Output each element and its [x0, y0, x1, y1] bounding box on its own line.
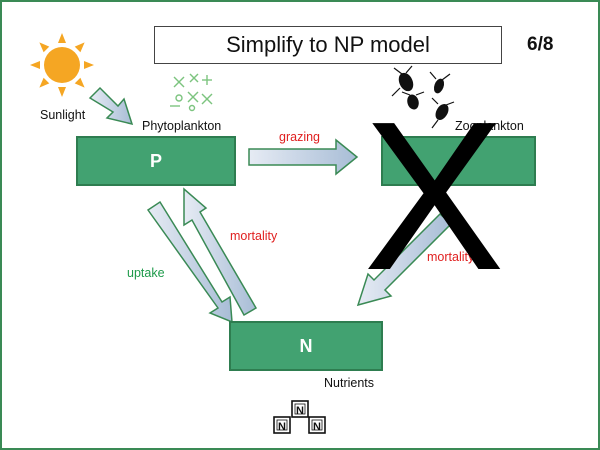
mortality-p-arrow — [183, 187, 258, 317]
nutrients-label: Nutrients — [324, 376, 375, 390]
sun-icon — [30, 33, 94, 97]
grazing-arrow — [248, 138, 359, 176]
nutrient-block-letter: N — [296, 405, 304, 417]
uptake-arrow — [146, 200, 233, 324]
nutrient-block-letter: N — [313, 421, 321, 433]
phytoplankton-letter: P — [149, 150, 162, 171]
nutrient-blocks-icon: N N N — [273, 400, 326, 434]
grazing-label: grazing — [279, 130, 320, 144]
sunlight-arrow — [88, 86, 134, 126]
sunlight-label: Sunlight — [40, 108, 86, 122]
page-number: 6/8 — [527, 34, 554, 55]
nutrients-letter: N — [299, 335, 313, 356]
slide-title: Simplify to NP model — [154, 26, 502, 64]
nutrients-box: N — [229, 321, 383, 371]
zooplankton-box: Z — [381, 136, 536, 186]
phytoplankton-box: P — [76, 136, 236, 186]
mortality-z-label: mortality — [427, 250, 475, 264]
mortality-z-arrow — [356, 212, 453, 307]
zooplankton-label: Zooplankton — [455, 119, 524, 133]
phytoplankton-label: Phytoplankton — [142, 119, 222, 133]
uptake-label: uptake — [127, 266, 165, 280]
nutrient-block-letter: N — [278, 421, 286, 433]
cross-mark: X — [363, 77, 504, 314]
mortality-p-label: mortality — [230, 229, 278, 243]
zooplankton-icon — [391, 65, 455, 129]
zooplankton-letter: Z — [453, 150, 464, 171]
phytoplankton-icon — [170, 73, 213, 112]
